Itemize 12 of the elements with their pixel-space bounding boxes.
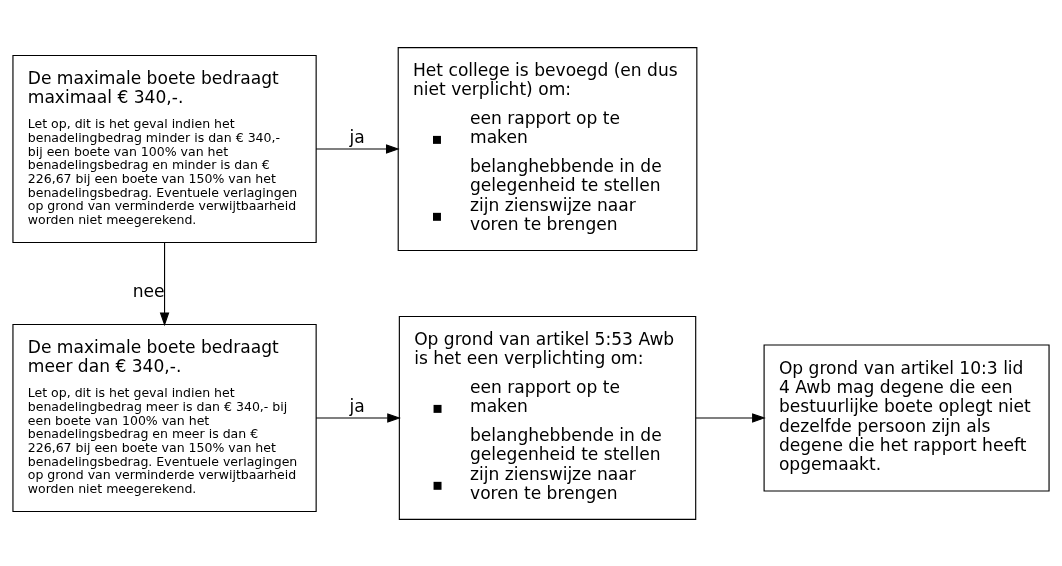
arrow (159, 241, 170, 326)
edge-label: ja (349, 126, 365, 147)
node-box: Op grond van artikel 10:3 lid 4 Awb mag degene die een bestuurlijke boete oplegt niet dezelfde persoon zijn als degene die het rapport heeft opgemaakt. (763, 344, 1050, 491)
arrow (315, 143, 400, 154)
arrow (695, 412, 766, 423)
node-box: De maximale boete bedraagt meer dan € 340,-. Let op, dit is het geval indien het benadelingbedrag meer is dan € 340,- bij een boete van 100% van het benadelingsbedrag en meer is dan € 226,67 bij een boete van 150% van het benadelingsbedrag. Eventuele verlagingen op grond van verminderde verwijtbaarheid worden niet meegerekend. (12, 323, 317, 512)
edge-label: ja (349, 395, 365, 416)
node-box: De maximale boete bedraagt maximaal € 340,-. Let op, dit is het geval indien het benadelingbedrag minder is dan € 340,- bij een boete van 100% van het benadelingsbedrag en minder is dan € 226,67 bij een boete van 150% van het benadelingsbedrag. Eventuele verlagingen op grond van verminderde verwijtbaarheid worden niet meegerekend. (12, 54, 317, 243)
edge-label: nee (132, 280, 165, 301)
arrow (315, 412, 401, 423)
node-box: Het college is bevoegd (en dus niet verplicht) om: een rapport op te maken belanghebbende in de gelegenheid te stellen zijn zienswijze naar voren te brengen (397, 46, 698, 251)
node-box: Op grond van artikel 5:53 Awb is het een verplichting om: een rapport op te maken belanghebbende in de gelegenheid te stellen zijn zienswijze naar voren te brengen (398, 315, 697, 520)
